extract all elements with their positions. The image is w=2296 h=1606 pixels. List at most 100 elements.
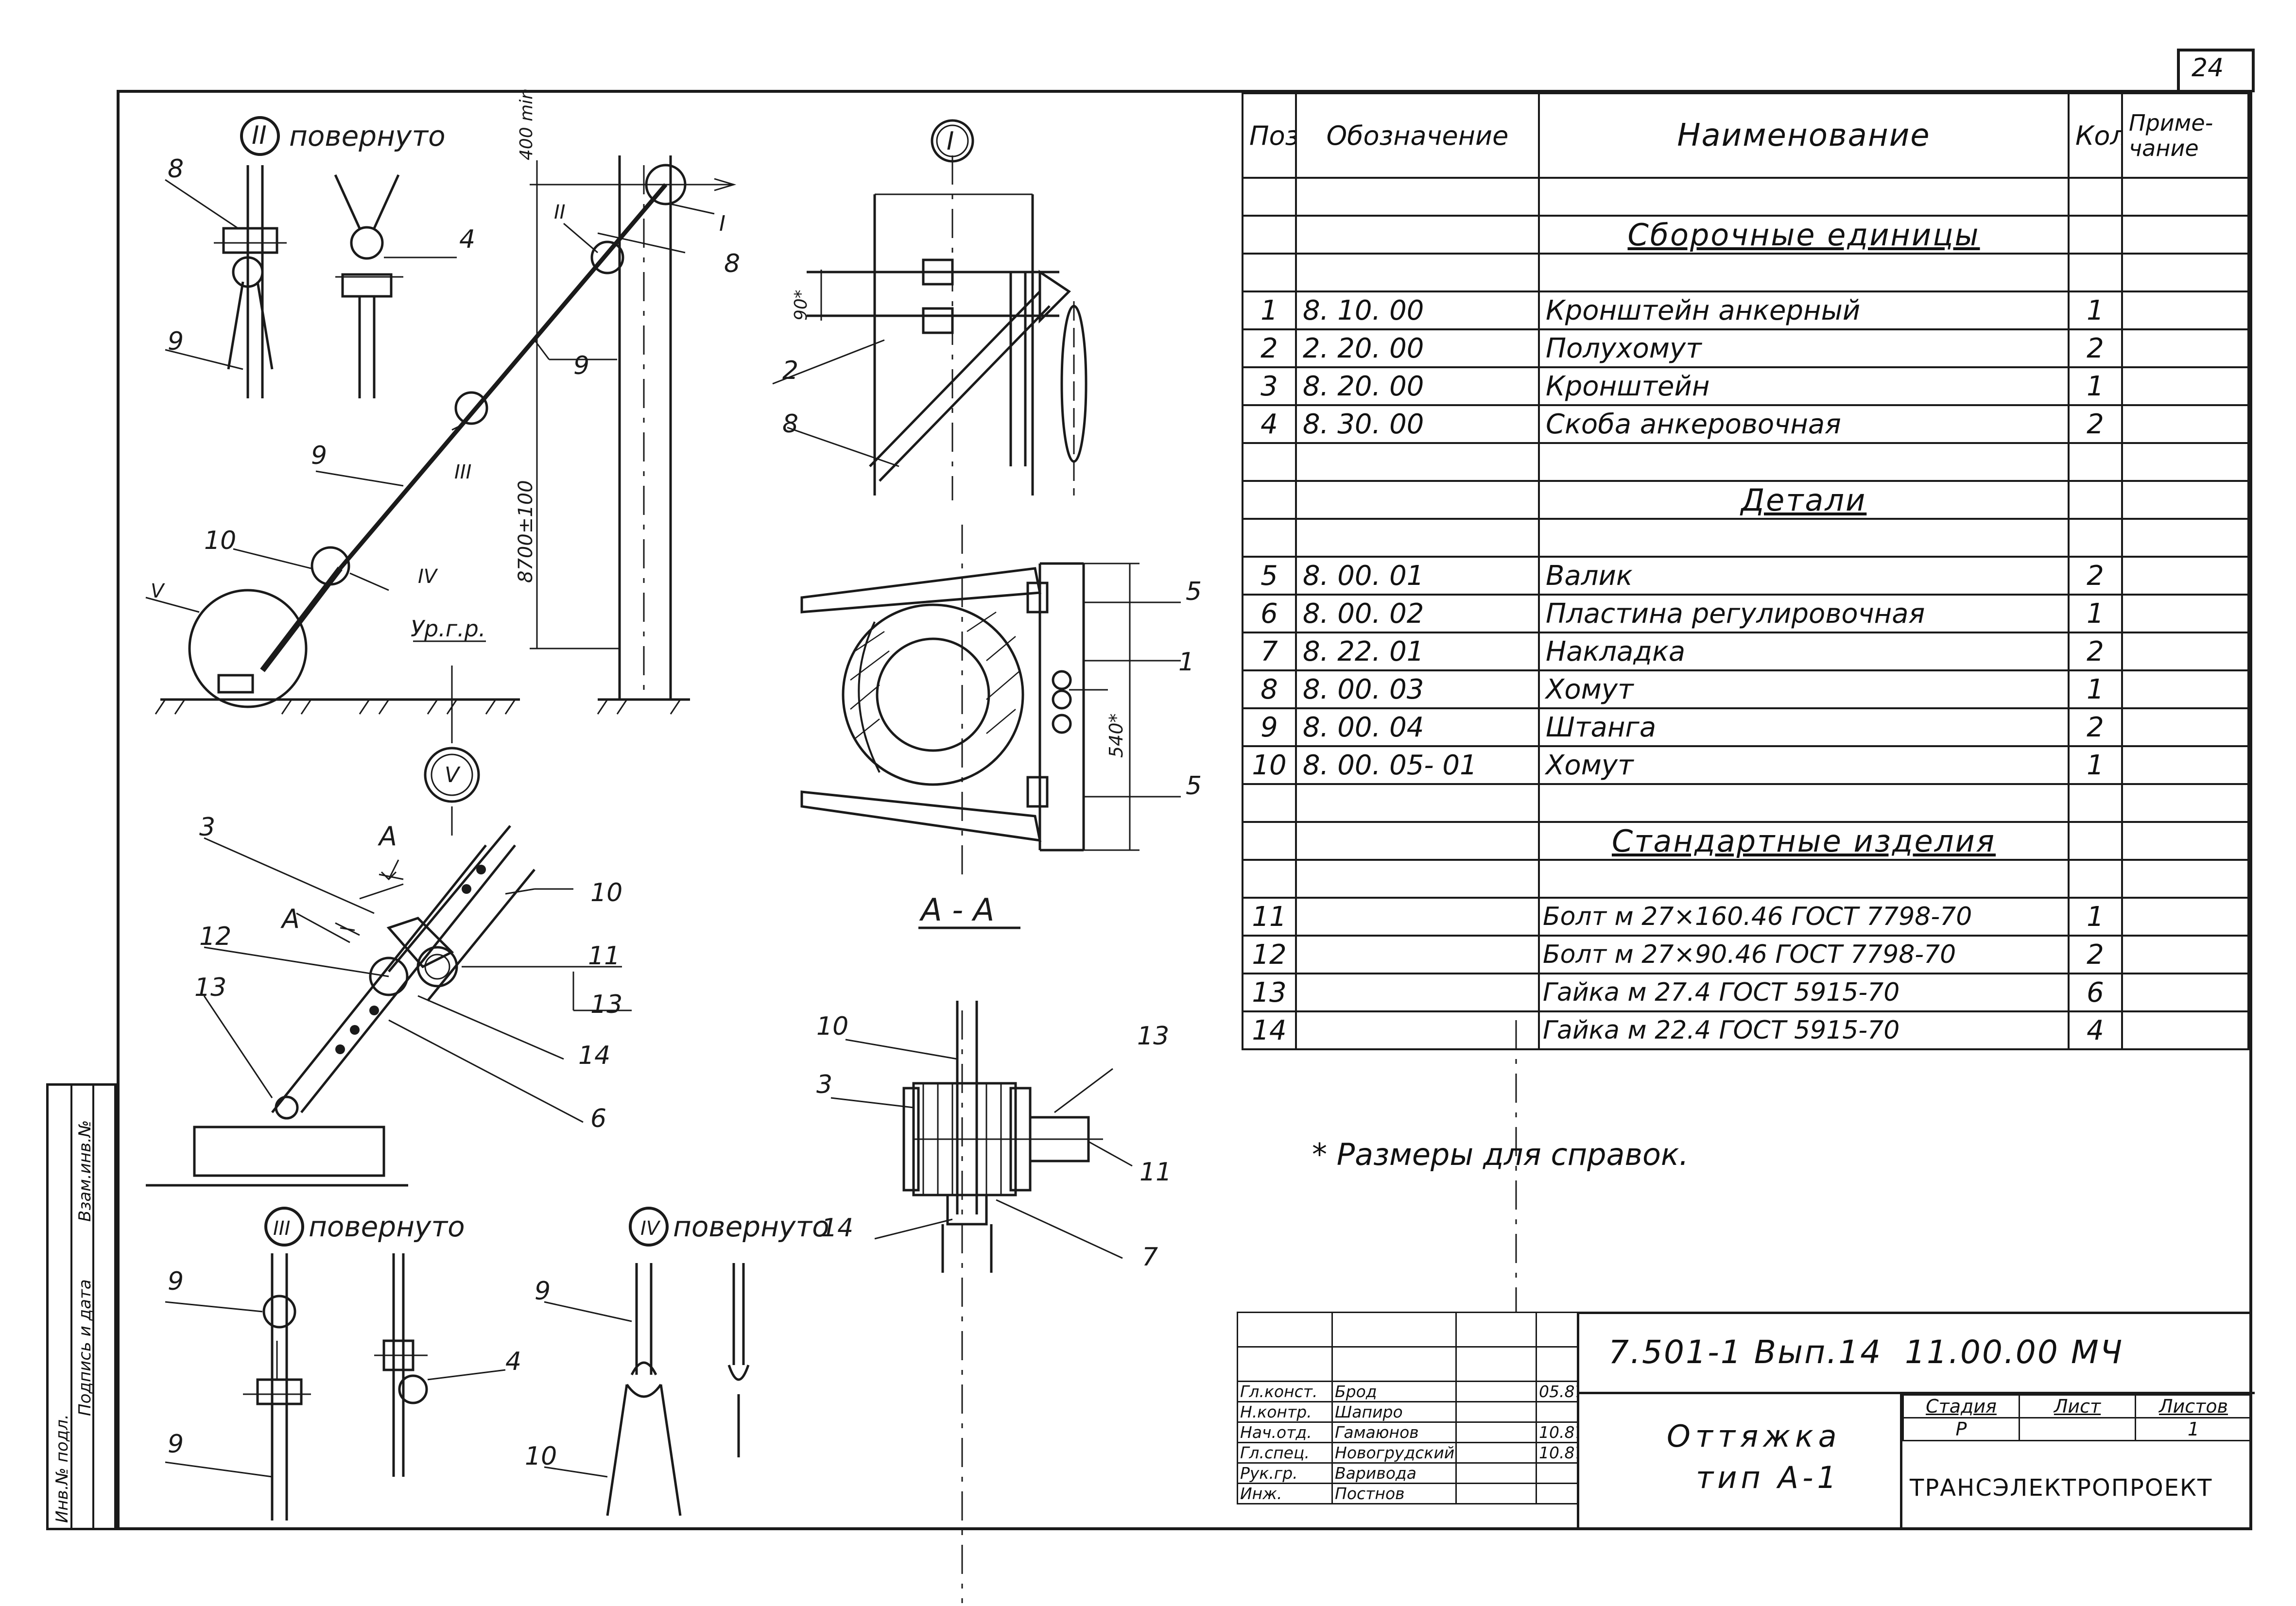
view-i — [772, 119, 1088, 500]
callout-vV-12: 12 — [199, 922, 231, 951]
signature-row: Н.контр.Шапиро — [1237, 1401, 1578, 1423]
section-mark-left: А — [280, 904, 300, 934]
main-roman-IV: IV — [418, 565, 438, 588]
title-block-main: 7.501-1 Вып.14 11.00.00 МЧ Оттяжка тип А… — [1577, 1312, 2255, 1530]
spec-header-pos: Поз. — [1242, 92, 1297, 179]
bottom-assembly — [830, 1001, 1133, 1273]
callout-v4-10: 10 — [525, 1442, 557, 1471]
signature-row: Инж.Постнов — [1237, 1483, 1578, 1504]
callout-bottom-13: 13 — [1137, 1022, 1169, 1051]
callout-bottom-3: 3 — [816, 1070, 832, 1099]
callout-bottom-11: 11 — [1139, 1158, 1172, 1187]
view-iv — [544, 1263, 750, 1516]
callout-sec-5b: 5 — [1186, 771, 1202, 801]
callout-v2-9: 9 — [168, 327, 184, 356]
callout-vI-8: 8 — [782, 410, 798, 439]
main-roman-III: III — [454, 461, 471, 483]
specification-table: Поз. Обозначение Наименование Кол. Приме… — [1242, 92, 2249, 1050]
signature-row: Рук.гр.Варивода — [1237, 1462, 1578, 1484]
dim-top: 400 min — [517, 88, 536, 160]
callout-main-9b: 9 — [311, 441, 327, 470]
callout-vV-10: 10 — [590, 878, 622, 907]
spec-header-name: Наименование — [1538, 92, 2070, 179]
main-roman-V: V — [151, 580, 165, 602]
stage-value: Р — [1902, 1417, 2020, 1441]
spec-header-designation: Обозначение — [1295, 92, 1540, 179]
ground-level: Ур.г.р. — [411, 615, 485, 642]
sheet-number-box — [2177, 49, 2255, 92]
side-label-inv: Инв.№ подл. — [52, 1414, 72, 1523]
view3-roman: III — [273, 1217, 290, 1240]
spec-header-qty: Кол. — [2068, 92, 2123, 179]
main-view — [145, 155, 737, 715]
callout-vV-13b: 13 — [590, 990, 622, 1019]
view4-roman: IV — [640, 1217, 661, 1240]
document-code: 7.501-1 Вып.14 — [1608, 1333, 1882, 1371]
view-iii — [165, 1253, 506, 1521]
callout-bottom-7: 7 — [1142, 1243, 1158, 1272]
callout-main-9a: 9 — [573, 351, 589, 380]
section-mark-top: А — [378, 821, 397, 852]
callout-v2-8: 8 — [168, 154, 184, 184]
callout-vV-3: 3 — [199, 813, 215, 842]
sheet-frame — [117, 90, 2252, 1530]
callout-v3-4: 4 — [505, 1347, 521, 1376]
dim-height: 8700±100 — [515, 480, 537, 583]
callout-main-10: 10 — [204, 526, 236, 555]
callout-v4-9: 9 — [535, 1277, 551, 1306]
spec-header-note: Приме-чание — [2121, 92, 2249, 179]
sheet-header: Лист — [2019, 1394, 2136, 1418]
side-label-sign: Подпись и дата — [75, 1279, 95, 1416]
dim-90: 90* — [791, 290, 811, 321]
section-welded: Сборочные единицы — [1538, 215, 2070, 255]
callout-v3-9b: 9 — [168, 1430, 184, 1459]
document-title: Оттяжка — [1667, 1418, 1842, 1454]
footnote: * Размеры для справок. — [1312, 1137, 1689, 1172]
organization: ТРАНСЭЛЕКТРОПРОЕКТ — [1910, 1474, 2213, 1502]
side-strip: Инв.№ подл. Подпись и дата Взам.инв.№ — [46, 1083, 117, 1530]
callout-sec-1: 1 — [1178, 648, 1194, 677]
side-label-replace: Взам.инв.№ — [75, 1120, 95, 1222]
section-standard: Стандартные изделия — [1538, 821, 2070, 861]
document-subtitle: тип А-1 — [1696, 1460, 1840, 1495]
view4-label: повернуто — [673, 1210, 829, 1243]
dim-540: 540* — [1105, 713, 1127, 758]
callout-main-8: 8 — [724, 249, 740, 278]
viewV-roman: V — [445, 763, 461, 787]
view-ii — [165, 165, 457, 398]
section-aa — [800, 525, 1181, 929]
callout-vV-13a: 13 — [194, 973, 226, 1002]
stage-header: Стадия — [1902, 1394, 2020, 1418]
callout-sec-5a: 5 — [1186, 577, 1202, 606]
view3-label: повернуто — [309, 1210, 465, 1243]
main-roman-I: I — [719, 211, 725, 236]
viewI-roman: I — [947, 127, 954, 156]
callout-v2-4: 4 — [459, 225, 475, 254]
sheets-value: 1 — [2135, 1417, 2252, 1441]
main-roman-II: II — [554, 201, 566, 223]
document-code-2: 11.00.00 МЧ — [1905, 1333, 2124, 1371]
callout-bottom-10: 10 — [816, 1012, 848, 1041]
view-v — [146, 666, 632, 1187]
callout-vV-14: 14 — [578, 1041, 610, 1070]
section-label: А - А — [919, 892, 994, 928]
callout-vV-11: 11 — [588, 941, 620, 971]
